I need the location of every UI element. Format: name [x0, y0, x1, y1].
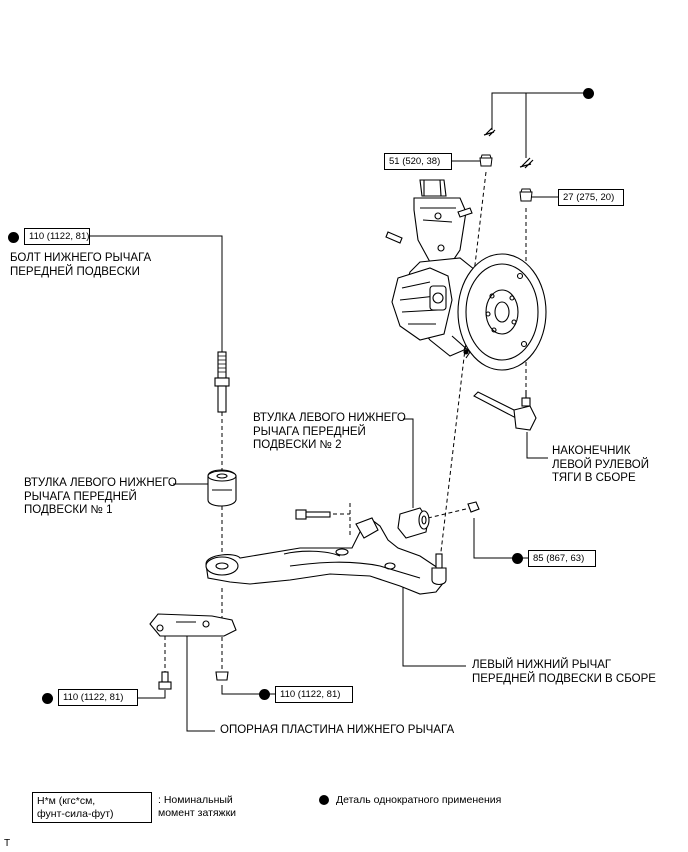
- label-line: ПОДВЕСКИ № 1: [24, 504, 113, 516]
- single-use-dot-icon: [8, 232, 19, 243]
- legend-units-box: Н*м (кгс*см, фунт-сила-фут): [32, 792, 152, 823]
- footer-mark: T: [4, 838, 11, 849]
- label-line: НАКОНЕЧНИК: [552, 445, 631, 457]
- torque-box-bottom-nut: 110 (1122, 81): [275, 686, 353, 703]
- torque-box-ball-joint-nut: 85 (867, 63): [528, 550, 596, 567]
- lower-arm-assy-label: ЛЕВЫЙ НИЖНИЙ РЫЧАГ ПЕРЕДНЕЙ ПОДВЕСКИ В С…: [472, 659, 656, 686]
- tie-rod-end-label: НАКОНЕЧНИК ЛЕВОЙ РУЛЕВОЙ ТЯГИ В СБОРЕ: [552, 445, 649, 486]
- label-line: ПОДВЕСКИ № 2: [253, 439, 342, 451]
- label-line: РЫЧАГА ПЕРЕДНЕЙ: [253, 425, 366, 438]
- label-line: РЫЧАГА ПЕРЕДНЕЙ: [24, 490, 137, 503]
- label-line: ЛЕВОЙ РУЛЕВОЙ: [552, 458, 649, 471]
- legend-torque-line: : Номинальный: [158, 794, 233, 806]
- support-plate-label: ОПОРНАЯ ПЛАСТИНА НИЖНЕГО РЫЧАГА: [220, 724, 455, 736]
- bushing-2-label: ВТУЛКА ЛЕВОГО НИЖНЕГО РЫЧАГА ПЕРЕДНЕЙ ПО…: [253, 412, 406, 453]
- lower-arm-bolt-label: БОЛТ НИЖНЕГО РЫЧАГА ПЕРЕДНЕЙ ПОДВЕСКИ: [10, 252, 151, 279]
- label-line: ЛЕВЫЙ НИЖНИЙ РЫЧАГ: [472, 659, 612, 671]
- torque-box-tie-rod-nut: 27 (275, 20): [558, 189, 624, 206]
- label-line: ТЯГИ В СБОРЕ: [552, 472, 636, 484]
- single-use-dot-icon: [512, 553, 523, 564]
- legend-torque-text: : Номинальный момент затяжки: [158, 794, 236, 819]
- label-line: ВТУЛКА ЛЕВОГО НИЖНЕГО: [24, 477, 177, 489]
- label-line: БОЛТ НИЖНЕГО РЫЧАГА: [10, 252, 152, 264]
- legend-units-line: фунт-сила-фут): [37, 807, 114, 820]
- legend-single-use-text: Деталь однократного применения: [336, 794, 502, 806]
- single-use-dot-icon: [583, 88, 594, 99]
- label-line: ВТУЛКА ЛЕВОГО НИЖНЕГО: [253, 412, 406, 424]
- legend-torque-line: момент затяжки: [158, 806, 237, 819]
- label-line: ПЕРЕДНЕЙ ПОДВЕСКИ В СБОРЕ: [472, 672, 656, 685]
- single-use-dot-icon: [42, 693, 53, 704]
- torque-box-knuckle-nut: 51 (520, 38): [384, 153, 452, 170]
- label-line: ПЕРЕДНЕЙ ПОДВЕСКИ: [10, 265, 140, 278]
- torque-box-lower-arm-bolt: 110 (1122, 81): [24, 228, 90, 245]
- legend-single-use-dot-icon: [319, 795, 329, 805]
- single-use-dot-icon: [259, 689, 270, 700]
- legend-units-line: Н*м (кгс*см,: [37, 795, 96, 807]
- torque-box-plate-bolt: 110 (1122, 81): [58, 689, 138, 706]
- bushing-1-label: ВТУЛКА ЛЕВОГО НИЖНЕГО РЫЧАГА ПЕРЕДНЕЙ ПО…: [24, 477, 177, 518]
